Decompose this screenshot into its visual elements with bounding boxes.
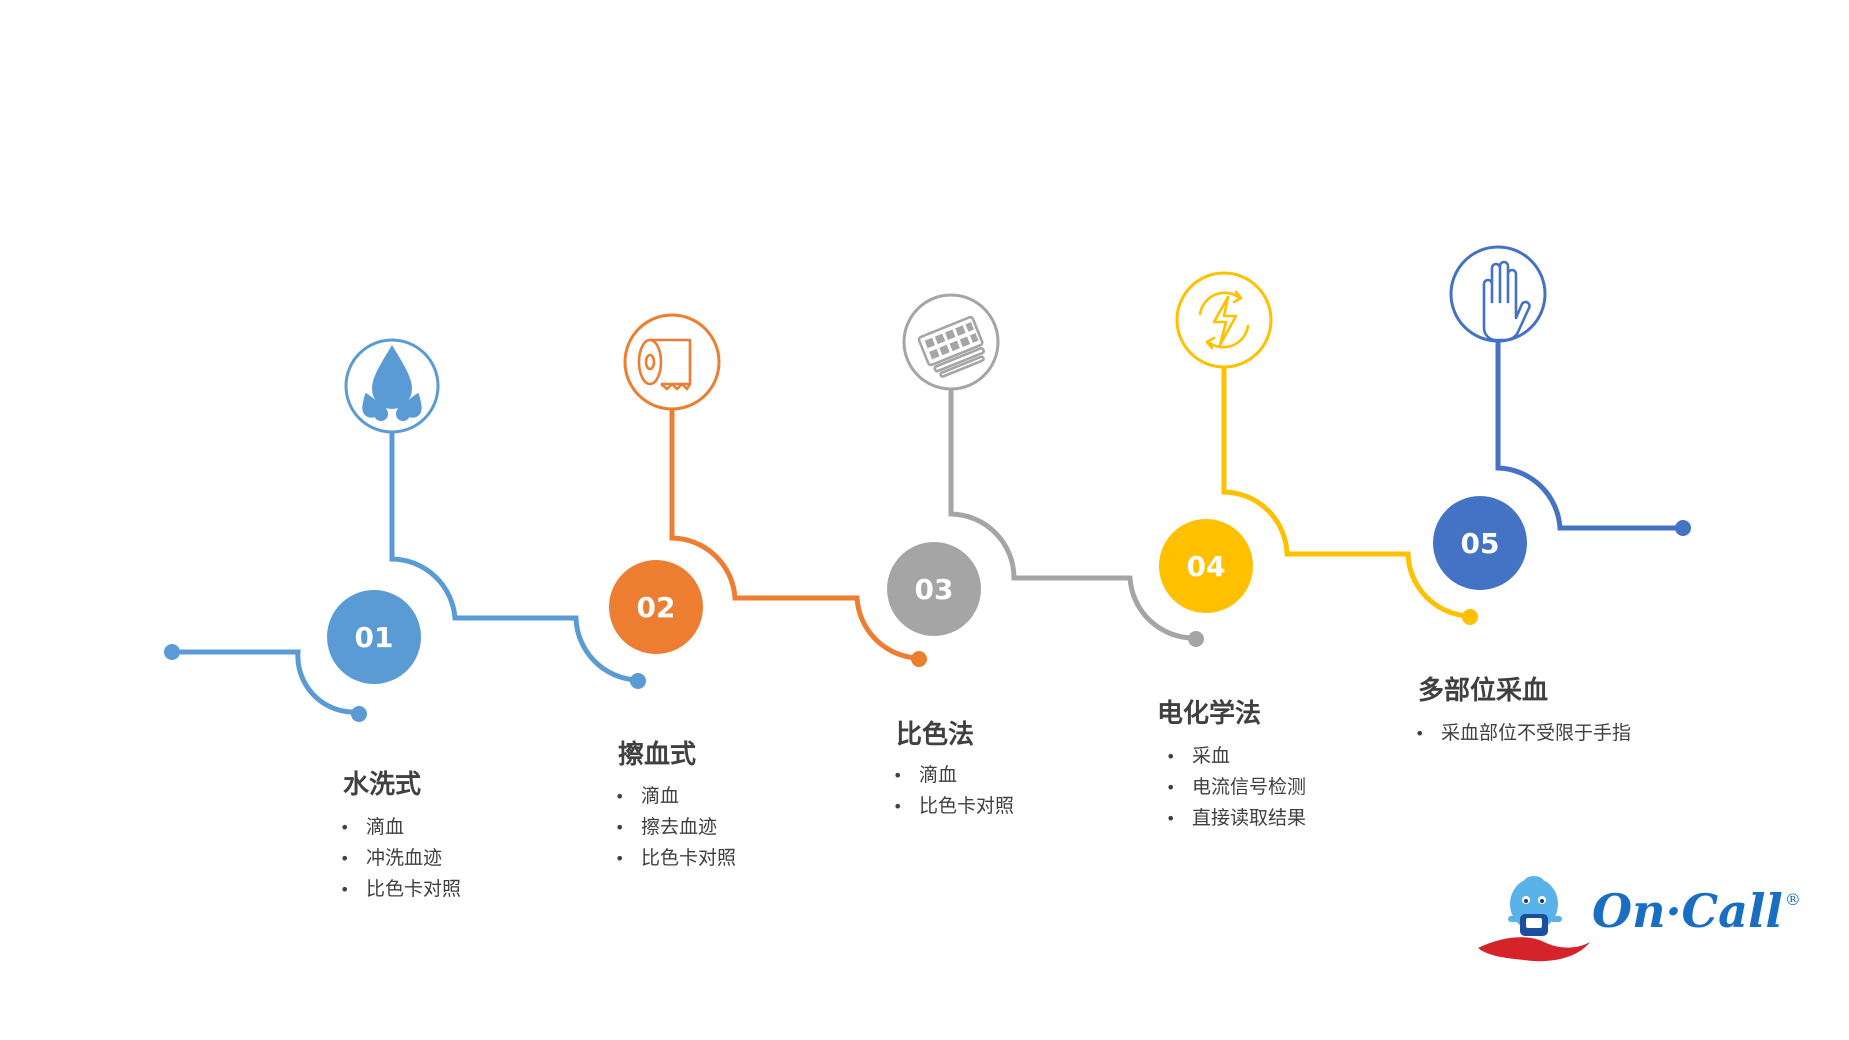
step-01-next-dot [630, 673, 646, 689]
list-item: •滴血 [893, 760, 1014, 791]
step-04-bullets: •采血 •电流信号检测 •直接读取结果 [1166, 741, 1306, 834]
step-01-title: 水洗式 [343, 770, 422, 800]
step-02-end-dot [911, 651, 927, 667]
step-03-end-dot [1188, 631, 1204, 647]
step-04-number-circle [1159, 519, 1253, 613]
bullet-dot: • [615, 787, 625, 806]
step-04-number: 04 [1187, 550, 1226, 583]
list-item: •比色卡对照 [340, 874, 461, 905]
bullet-dot: • [1166, 747, 1176, 766]
list-item: •冲洗血迹 [340, 843, 461, 874]
bullet-dot: • [893, 766, 903, 785]
bullet-dot: • [615, 849, 625, 868]
bullet-dot: • [615, 818, 625, 837]
step-03-number: 03 [915, 573, 954, 606]
list-item: •擦去血迹 [615, 812, 736, 843]
bullet-dot: • [893, 797, 903, 816]
step-01-end-dot [351, 706, 367, 722]
step-05-title: 多部位采血 [1418, 676, 1549, 706]
step-02-icon-ring [623, 313, 721, 411]
list-item: •比色卡对照 [893, 791, 1014, 822]
hand-icon [1482, 260, 1531, 342]
brand-logo-text: On·Call® [1592, 884, 1801, 938]
step-01-number: 01 [355, 621, 394, 654]
step-05-icon-ring [1449, 245, 1547, 343]
step-01-bullets: •滴血 •冲洗血迹 •比色卡对照 [340, 812, 461, 905]
electric-current-icon [1198, 290, 1250, 350]
bullet-dot: • [340, 818, 350, 837]
step-01-connector [169, 385, 639, 715]
list-item: •滴血 [340, 812, 461, 843]
step-02-bullets: •滴血 •擦去血迹 •比色卡对照 [615, 781, 736, 874]
step-02-title: 擦血式 [618, 740, 697, 770]
step-03-icon-ring [902, 293, 1000, 391]
step-02-number: 02 [637, 591, 676, 624]
step-03-title: 比色法 [896, 720, 975, 750]
bullet-dot: • [1166, 809, 1176, 828]
step-05-number-circle [1433, 496, 1527, 590]
bullet-dot: • [1166, 778, 1176, 797]
color-card-icon [917, 315, 985, 378]
list-item: •电流信号检测 [1166, 772, 1306, 803]
list-item: •采血 [1166, 741, 1306, 772]
list-item: •比色卡对照 [615, 843, 736, 874]
bullet-dot: • [1415, 724, 1425, 743]
step-04-icon-ring [1175, 271, 1273, 369]
step-04-connector [1221, 367, 1471, 619]
list-item: •滴血 [615, 781, 736, 812]
step-05-bullets: •采血部位不受限于手指 [1415, 718, 1631, 749]
step-04-end-dot [1462, 609, 1478, 625]
step-05-number: 05 [1461, 527, 1500, 560]
step-03-connector [948, 389, 1197, 641]
step-01-number-circle [327, 590, 421, 684]
bullet-dot: • [340, 849, 350, 868]
step-01-start-dot [164, 644, 180, 660]
step-02-number-circle [609, 560, 703, 654]
step-03-bullets: •滴血 •比色卡对照 [893, 760, 1014, 822]
bullet-dot: • [340, 880, 350, 899]
step-05-connector [1495, 339, 1684, 531]
step-02-connector [669, 409, 920, 661]
registered-mark: ® [1784, 890, 1801, 909]
step-05-end-dot [1675, 520, 1691, 536]
list-item: •直接读取结果 [1166, 803, 1306, 834]
list-item: •采血部位不受限于手指 [1415, 718, 1631, 749]
step-03-number-circle [887, 542, 981, 636]
water-drop-icon [362, 345, 422, 421]
oncall-mascot-icon [1478, 876, 1590, 962]
step-04-title: 电化学法 [1157, 699, 1262, 729]
paper-roll-icon [637, 338, 692, 391]
